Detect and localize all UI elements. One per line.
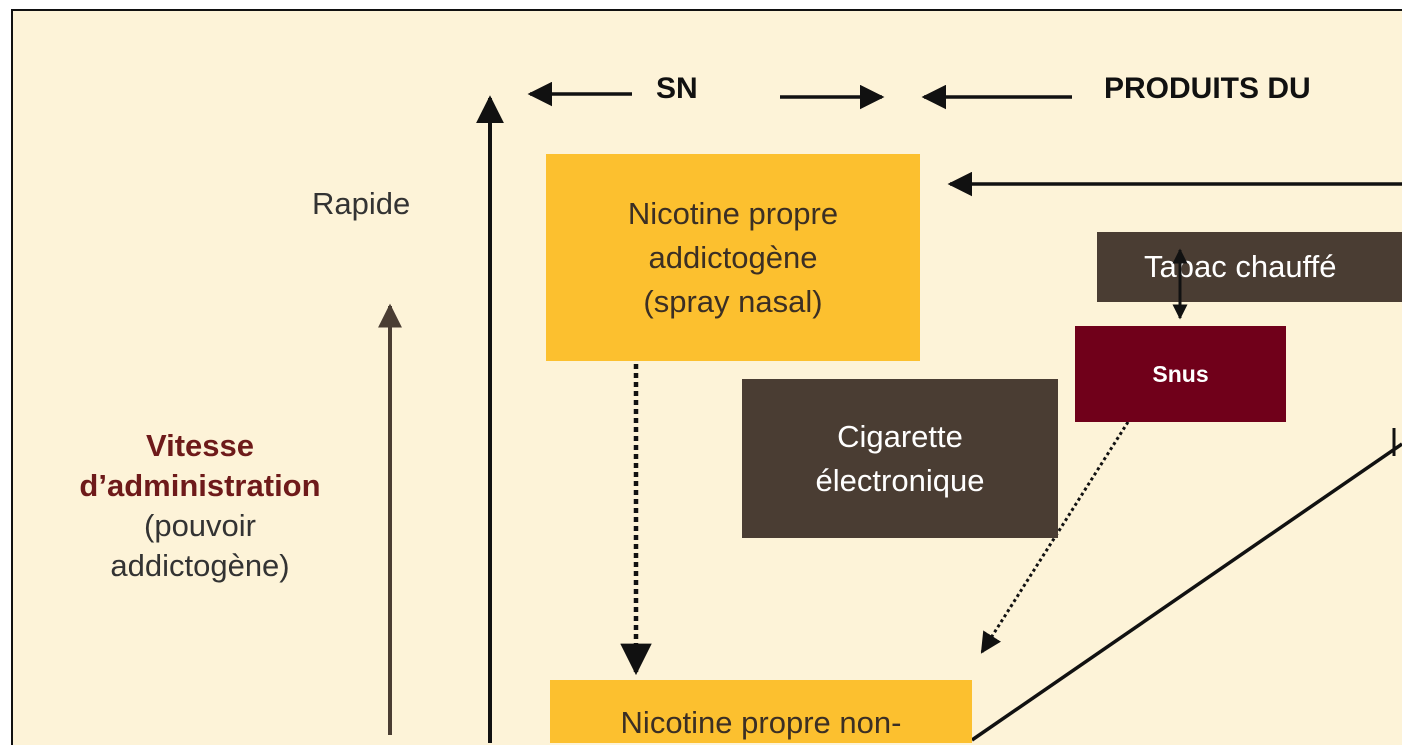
- produits-header-label: PRODUITS DU: [1104, 72, 1311, 105]
- cigarette-line2: électronique: [815, 462, 985, 498]
- axis-title-line2: d’administration: [79, 468, 321, 503]
- snus-label: Snus: [1152, 360, 1209, 387]
- spray-nasal-line3: (spray nasal): [643, 283, 823, 319]
- cigarette-electronique-box: Cigarette électronique: [742, 379, 1058, 538]
- rapide-label: Rapide: [312, 186, 411, 221]
- sn-header-label: SN: [656, 72, 698, 105]
- spray-nasal-box: Nicotine propre addictogène (spray nasal…: [546, 154, 920, 361]
- snus-box: Snus: [1075, 326, 1286, 422]
- tabac-chauffe-box: Tabac chauffé: [1097, 232, 1402, 302]
- axis-title-line3: (pouvoir: [144, 508, 256, 543]
- spray-nasal-line1: Nicotine propre: [627, 195, 839, 231]
- axis-title-line1: Vitesse: [145, 428, 254, 463]
- axis-title-line4: addictogène): [110, 548, 290, 583]
- cigarette-line1: Cigarette: [837, 418, 963, 454]
- diagonal-line: [971, 442, 1402, 742]
- spray-nasal-line2: addictogène: [648, 239, 818, 275]
- non-addictogene-label: Nicotine propre non-: [620, 705, 902, 740]
- axis-title: Vitesse d’administration (pouvoir addict…: [30, 426, 370, 586]
- nicotine-non-addictogene-box: Nicotine propre non-: [550, 680, 972, 743]
- tabac-chauffe-label: Tabac chauffé: [1144, 249, 1337, 284]
